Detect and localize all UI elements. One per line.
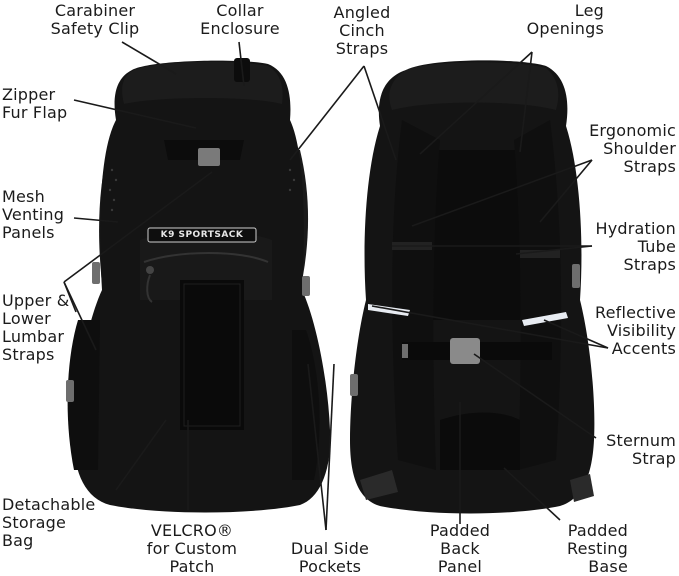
label-sternum-strap: Sternum Strap — [606, 431, 676, 468]
label-detachable-storage-bag: Detachable Storage Bag — [2, 495, 96, 550]
label-padded-resting-base: Padded Resting Base — [567, 521, 628, 576]
label-carabiner-safety-clip: Carabiner Safety Clip — [50, 1, 140, 38]
label-mesh-venting-panels: Mesh Venting Panels — [2, 187, 65, 242]
label-ergonomic-shoulder-straps: Ergonomic Shoulder Straps — [589, 121, 676, 176]
front-backpack — [66, 58, 331, 513]
back-backpack — [350, 60, 595, 514]
label-padded-back-panel: Padded Back Panel — [429, 521, 491, 576]
leader-lines — [63, 41, 609, 531]
label-zipper-fur-flap: Zipper Fur Flap — [2, 85, 68, 122]
label-angled-cinch-straps: Angled Cinch Straps — [333, 3, 391, 58]
label-velcro-custom-patch: VELCRO® for Custom Patch — [146, 521, 238, 576]
label-reflective-visibility-accents: Reflective Visibility Accents — [595, 303, 676, 358]
label-dual-side-pockets: Dual Side Pockets — [290, 539, 370, 576]
label-collar-enclosure: Collar Enclosure — [200, 1, 280, 38]
label-leg-openings: Leg Openings — [526, 1, 604, 38]
label-upper-lower-lumbar-straps: Upper & Lower Lumbar Straps — [2, 291, 70, 364]
logo-text: K9 SPORTSACK — [160, 230, 244, 240]
label-hydration-tube-straps: Hydration Tube Straps — [595, 219, 676, 274]
